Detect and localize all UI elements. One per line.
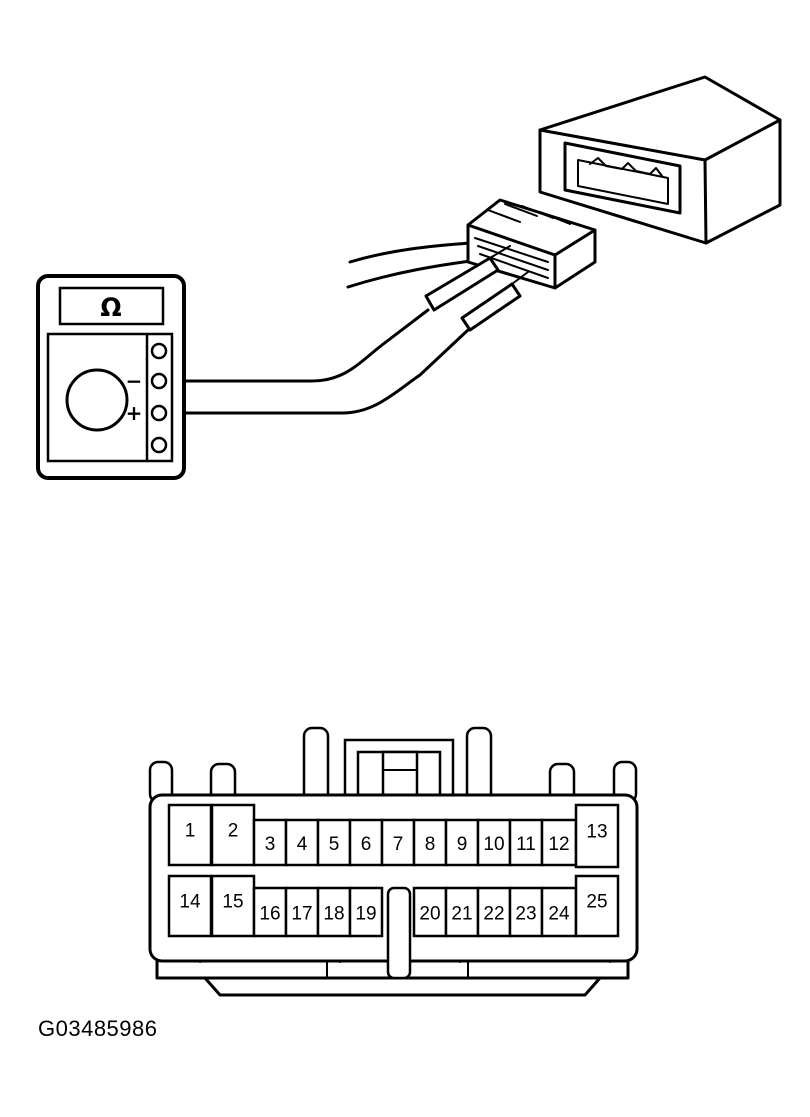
pin-cavity [476, 886, 512, 938]
pin-number-label: 6 [361, 834, 372, 855]
jack-1 [150, 342, 168, 360]
pin-number-label: 15 [222, 892, 243, 913]
pin-number-label: 5 [329, 834, 340, 855]
pin-cavity [167, 874, 213, 938]
jack-positive [150, 404, 168, 422]
pin-cavity [574, 874, 620, 938]
pin-number-label: 4 [297, 834, 308, 855]
pin-number-label: 19 [355, 904, 376, 925]
pin-number-label: 3 [265, 834, 276, 855]
pin-number-label: 12 [548, 834, 569, 855]
pin-cavity [348, 818, 384, 867]
pin-cavity [508, 818, 544, 867]
pin-number-label: 14 [179, 892, 201, 913]
pin-number-label: 18 [323, 904, 344, 925]
negative-probe [424, 256, 500, 312]
selector-dial [65, 368, 129, 432]
pin-number-label: 9 [457, 834, 468, 855]
pin-number-label: 20 [419, 904, 440, 925]
negative-lead [176, 308, 430, 383]
ohmmeter: Ω − + [36, 274, 186, 480]
pin-number-label: 10 [483, 834, 504, 855]
pin-cavity [348, 886, 384, 938]
pin-number-label: 17 [291, 904, 312, 925]
figure-code: G03485986 [38, 1016, 158, 1041]
pin-cavity [540, 886, 578, 938]
plus-label: + [126, 401, 143, 425]
positive-probe [460, 282, 522, 332]
pin-cavity [284, 886, 320, 938]
pin-cavity [412, 818, 448, 867]
minus-label: − [126, 369, 143, 393]
pin-cavity [316, 818, 352, 867]
pin-number-label: 22 [483, 904, 504, 925]
test-leads [176, 245, 529, 415]
control-module [538, 75, 782, 245]
pin-number-label: 13 [586, 822, 607, 843]
pin-cavity [444, 818, 480, 867]
pin-cavity [210, 874, 256, 938]
center-key [386, 886, 412, 980]
pin-number-label: 8 [425, 834, 436, 855]
pin-number-label: 1 [185, 821, 196, 842]
latch-tab [302, 726, 330, 804]
pin-cavity [540, 818, 578, 867]
pin-cavity [252, 886, 288, 938]
ohm-symbol: Ω [100, 293, 121, 322]
positive-lead [176, 328, 470, 415]
jack-negative [150, 372, 168, 390]
pin-number-label: 2 [228, 821, 239, 842]
jack-4 [150, 436, 168, 454]
pin-number-label: 7 [393, 834, 404, 855]
pin-number-label: 24 [548, 904, 570, 925]
pin-number-label: 11 [516, 834, 536, 855]
pin-number-label: 21 [451, 904, 472, 925]
meter-display [58, 286, 165, 326]
pin-number-label: 23 [515, 904, 536, 925]
pin-cavity [574, 803, 620, 869]
latch-tab [465, 726, 493, 804]
pin-cavity [508, 886, 544, 938]
pin-number-label: 25 [586, 892, 607, 913]
pin-number-label: 16 [259, 904, 280, 925]
